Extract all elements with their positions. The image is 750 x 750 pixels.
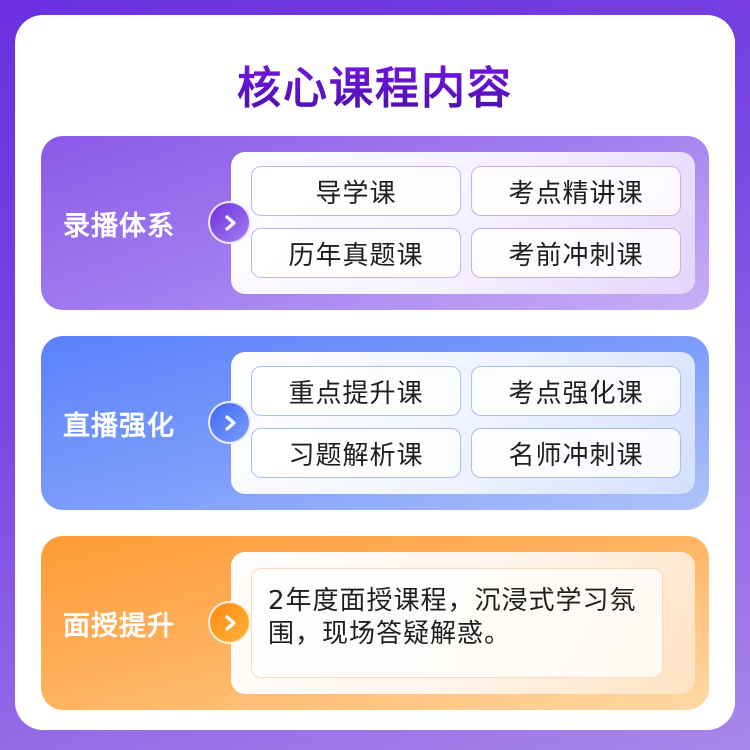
course-item[interactable]: 名师冲刺课: [471, 428, 681, 478]
chevron-right-icon: [208, 201, 251, 244]
description-panel: 2年度面授课程，沉浸式学习氛围，现场答疑解惑。: [231, 552, 695, 694]
course-item[interactable]: 考点强化课: [471, 366, 681, 416]
course-item[interactable]: 考点精讲课: [471, 166, 681, 216]
course-panel: 重点提升课 考点强化课 习题解析课 名师冲刺课: [231, 352, 695, 494]
section-label: 录播体系: [63, 210, 175, 242]
course-panel: 导学课 考点精讲课 历年真题课 考前冲刺课: [231, 152, 695, 294]
course-item[interactable]: 重点提升课: [251, 366, 461, 416]
section-in-person: 面授提升 2年度面授课程，沉浸式学习氛围，现场答疑解惑。: [41, 536, 709, 710]
section-description: 2年度面授课程，沉浸式学习氛围，现场答疑解惑。: [251, 568, 663, 678]
course-item[interactable]: 考前冲刺课: [471, 228, 681, 278]
chevron-right-icon: [208, 401, 251, 444]
section-label: 面授提升: [63, 610, 175, 642]
section-live: 直播强化 重点提升课 考点强化课 习题解析课 名师冲刺课: [41, 336, 709, 510]
page-title: 核心课程内容: [0, 52, 750, 116]
course-item[interactable]: 习题解析课: [251, 428, 461, 478]
course-item[interactable]: 导学课: [251, 166, 461, 216]
section-recorded: 录播体系 导学课 考点精讲课 历年真题课 考前冲刺课: [41, 136, 709, 310]
chevron-right-icon: [208, 601, 251, 644]
course-item[interactable]: 历年真题课: [251, 228, 461, 278]
section-label: 直播强化: [63, 410, 175, 442]
